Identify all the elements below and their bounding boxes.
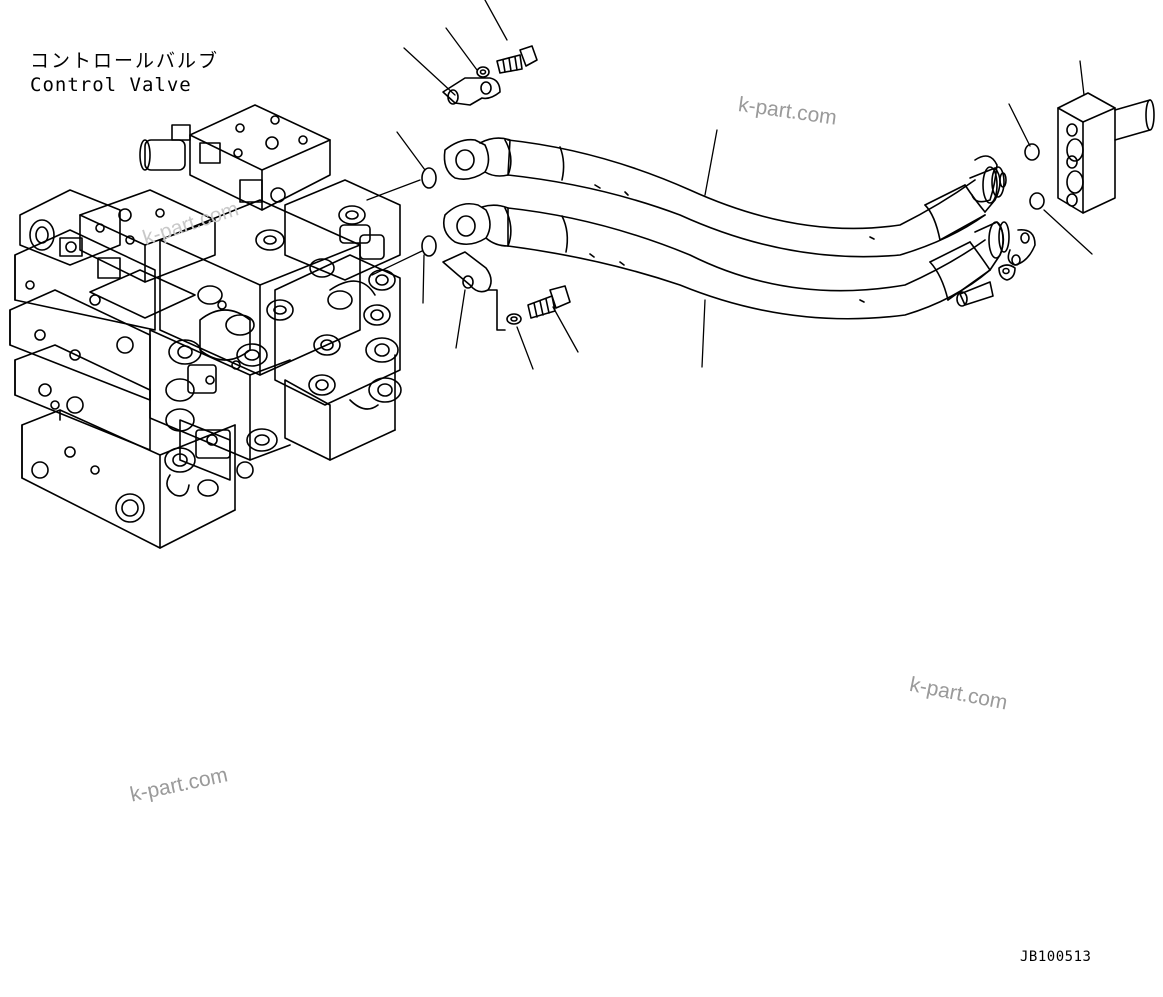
manifold-block	[1058, 93, 1115, 213]
upper-o-ring-right	[1025, 144, 1039, 160]
hose-upper-top-edge	[508, 140, 975, 228]
leader-lines	[367, 0, 1092, 369]
hose-upper-bottom-edge	[508, 175, 985, 257]
split-flange-upper	[443, 78, 500, 105]
bolt-lower	[550, 286, 570, 308]
control-valve-label-jp: コントロールバルブ	[30, 50, 220, 72]
split-flange-lower	[443, 252, 491, 292]
washer-upper	[477, 67, 489, 77]
hose-lower-flange	[444, 204, 490, 245]
washer-right	[999, 265, 1015, 280]
lower-o-ring-right	[1030, 193, 1044, 209]
upper-o-ring-left	[422, 168, 436, 188]
bolt-right	[960, 282, 993, 305]
bolt-upper	[520, 46, 537, 66]
washer-lower	[507, 314, 521, 324]
control-valve-label-en: Control Valve	[30, 74, 192, 96]
hose-lower-top-edge	[508, 208, 985, 291]
right-manifold	[1025, 93, 1154, 213]
lower-o-ring-left	[422, 236, 436, 256]
split-flange-right-lower	[1008, 230, 1035, 265]
left-fittings	[422, 46, 570, 330]
hose-upper-flange	[444, 140, 488, 179]
control-valve-assembly	[10, 105, 401, 548]
split-flange-right-upper	[972, 156, 997, 202]
hose-lower-bottom-edge	[508, 246, 990, 319]
hose-assembly	[444, 138, 1035, 319]
drawing-id: JB100513	[1020, 949, 1092, 965]
